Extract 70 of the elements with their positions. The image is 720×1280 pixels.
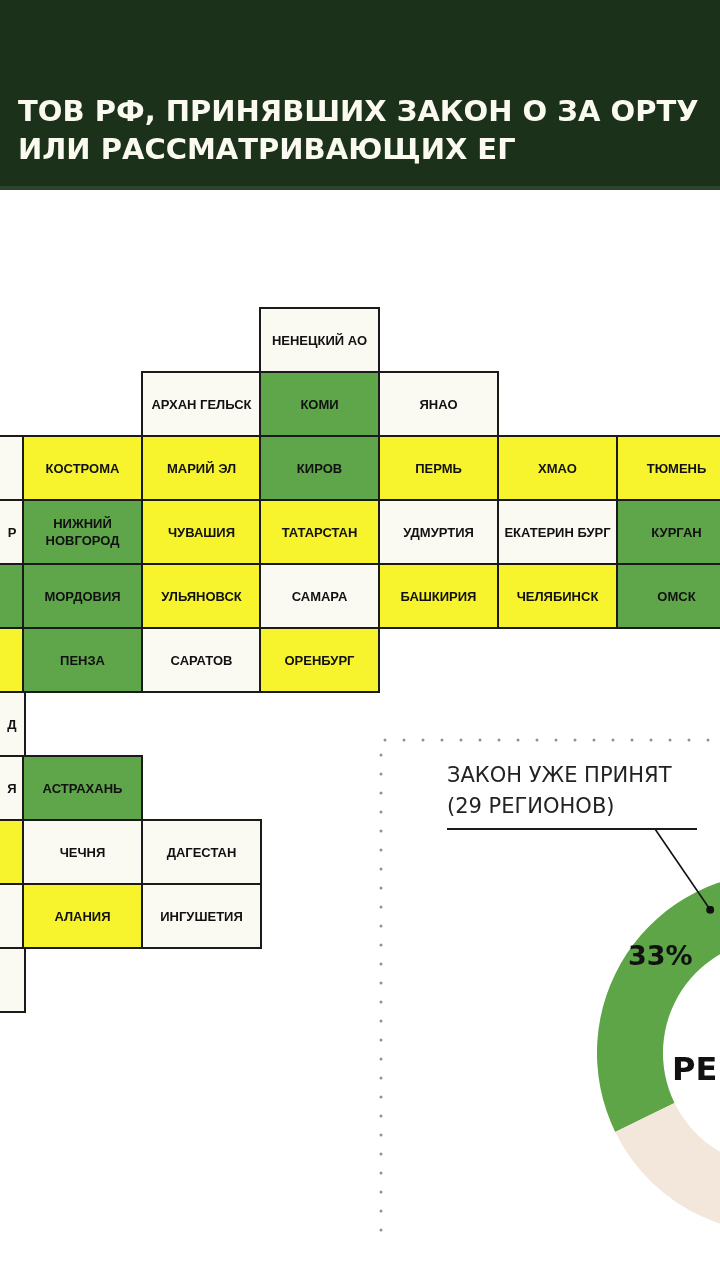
region-tile	[497, 499, 618, 565]
region-tile	[22, 435, 143, 501]
region-name: ОМСК	[656, 587, 697, 605]
region-name: УДМУРТИЯ	[402, 523, 475, 541]
region-name: АЛАНИЯ	[53, 907, 112, 925]
region-name: НЕНЕЦКИЙ АО	[270, 331, 369, 349]
region-tile	[141, 883, 262, 949]
region-tile	[259, 307, 380, 373]
region-name: ДАГЕСТАН	[165, 843, 238, 861]
region-tile	[22, 499, 143, 565]
region-name: БАШКИРИЯ	[399, 587, 478, 605]
region-tile	[259, 627, 380, 693]
region-name: КОМИ	[299, 395, 340, 413]
region-name: ПЕНЗА	[59, 651, 106, 669]
region-tile	[497, 435, 618, 501]
region-name: МАРИЙ ЭЛ	[165, 459, 238, 477]
region-tile	[259, 435, 380, 501]
region-tile	[378, 563, 499, 629]
region-name: Д	[7, 715, 17, 733]
region-tile	[141, 627, 262, 693]
region-name: КИРОВ	[295, 459, 344, 477]
region-tile	[378, 435, 499, 501]
region-tile	[22, 563, 143, 629]
region-name: ПЕРМЬ	[414, 459, 463, 477]
region-name: ЧУВАШИЯ	[166, 523, 237, 541]
leader-line	[654, 828, 715, 914]
region-tile	[141, 499, 262, 565]
region-tile	[141, 371, 262, 437]
region-name: ЧЕЛЯБИНСК	[515, 587, 600, 605]
region-name: Р	[7, 523, 17, 541]
region-tile	[141, 819, 262, 885]
region-tile	[22, 819, 143, 885]
region-name: КУРГАН	[650, 523, 703, 541]
region-name: ОРЕНБУРГ	[283, 651, 356, 669]
region-tile	[497, 563, 618, 629]
region-tile	[141, 435, 262, 501]
region-tile	[616, 563, 720, 629]
center-label: РЕ	[672, 1050, 718, 1088]
region-name: САРАТОВ	[169, 651, 234, 669]
region-name: АРХАН ГЕЛЬСК	[150, 395, 253, 413]
region-name: ИНГУШЕТИЯ	[159, 907, 244, 925]
region-name: НИЖНИЙ НОВГОРОД	[44, 515, 121, 549]
title: ТОВ РФ, ПРИНЯВШИХ ЗАКОН О ЗА ОРТУ ИЛИ РАССМАТРИВАЮЩИХ ЕГ	[18, 93, 700, 168]
region-name: ЕКАТЕРИН БУРГ	[503, 523, 612, 541]
region-tile	[141, 563, 262, 629]
region-tile	[0, 691, 26, 757]
region-name: УЛЬЯНОВСК	[160, 587, 243, 605]
region-name: Я	[7, 779, 17, 797]
region-tile	[616, 435, 720, 501]
region-tile	[259, 499, 380, 565]
region-tile	[22, 627, 143, 693]
region-name: ЧЕЧНЯ	[58, 843, 107, 861]
region-tile	[22, 883, 143, 949]
callout-text: ЗАКОН УЖЕ ПРИНЯТ (29 РЕГИОНОВ)	[447, 760, 697, 830]
region-tile	[378, 371, 499, 437]
region-name: ЯНАО	[418, 395, 459, 413]
region-tile	[22, 755, 143, 821]
region-name: АСТРАХАНЬ	[41, 779, 124, 797]
region-tile	[0, 947, 26, 1013]
region-tile	[616, 499, 720, 565]
region-name: САМАРА	[290, 587, 349, 605]
region-name: ТЮМЕНЬ	[645, 459, 708, 477]
region-name: КОСТРОМА	[44, 459, 121, 477]
percent-label: 33%	[628, 940, 693, 971]
region-tile	[259, 371, 380, 437]
region-tile	[259, 563, 380, 629]
region-name: ХМАО	[537, 459, 578, 477]
region-name: МОРДОВИЯ	[43, 587, 122, 605]
region-name: ТАТАРСТАН	[280, 523, 359, 541]
region-tile	[378, 499, 499, 565]
